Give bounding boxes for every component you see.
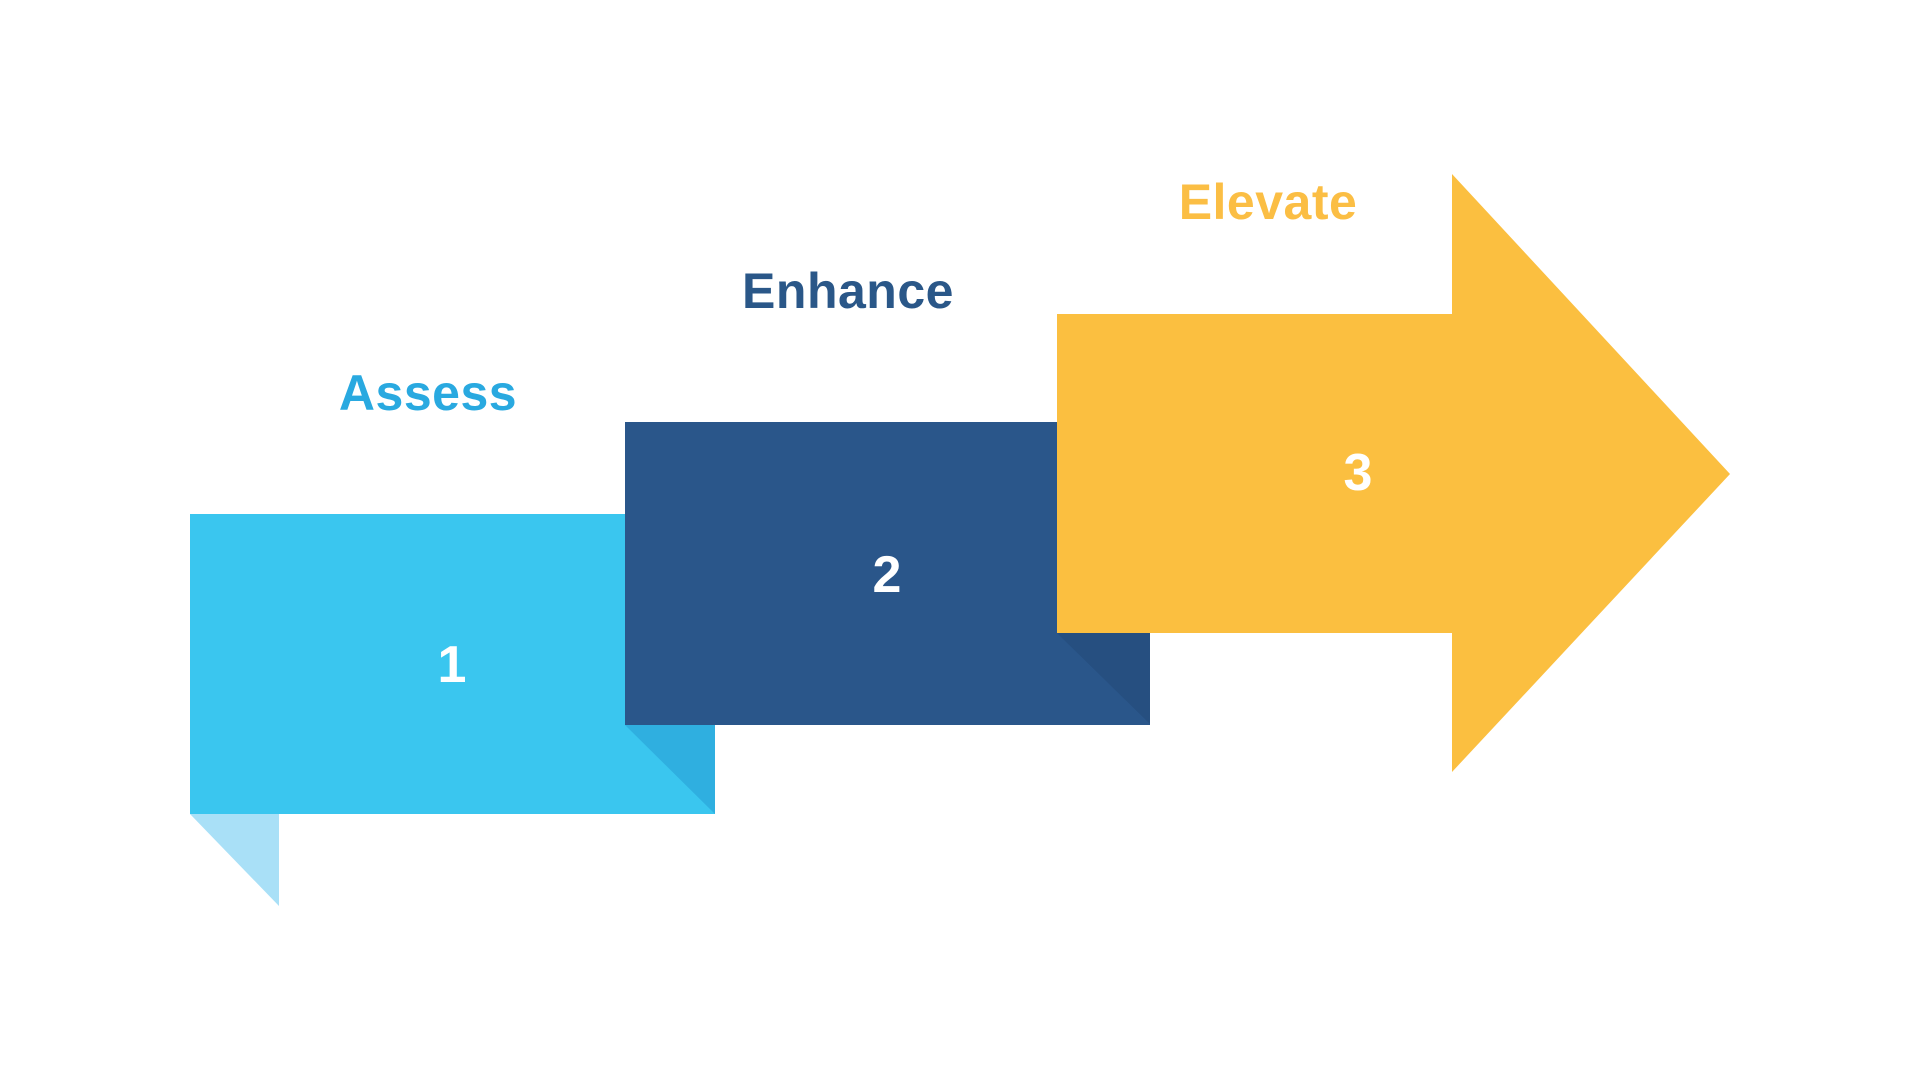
step2-number: 2 [872, 546, 902, 604]
step3-arrow-shape [1057, 174, 1730, 772]
step1-number: 1 [437, 636, 467, 694]
step1-fold-corner-shape [190, 814, 279, 906]
step1-label: Assess [338, 365, 518, 421]
step3-number: 3 [1343, 444, 1373, 502]
step1-overlap-shadow-shape [625, 725, 715, 814]
step2-overlap-shadow-shape [1057, 633, 1150, 724]
step2-label: Enhance [742, 263, 954, 319]
step3-label: Elevate [1178, 174, 1358, 230]
